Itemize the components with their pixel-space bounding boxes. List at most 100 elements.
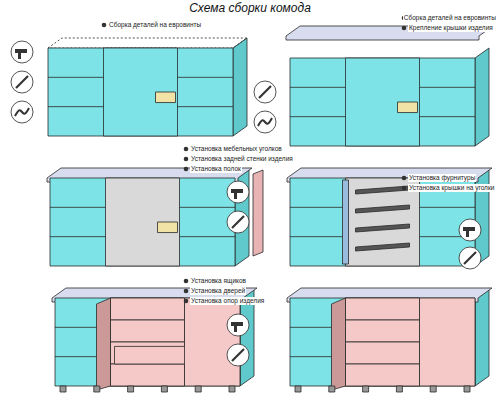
bullet-dot [402,26,407,31]
drawer-out [115,346,193,364]
middle-section [106,178,180,266]
shelf [290,87,346,88]
leg [60,386,66,392]
front-frame [50,178,235,266]
leg [363,386,369,392]
step-note: Установка полок [190,165,242,173]
tool-icon [227,211,249,233]
bullet-dot [184,299,189,304]
tool-icon [227,344,249,366]
bullet-dot [102,23,107,28]
left-door-open [332,298,346,390]
side-panel [475,288,489,386]
shelf [50,236,106,237]
fitting-bar [158,222,178,233]
shelf [178,106,234,107]
shelf [420,207,476,208]
cabinet-figure [48,38,247,136]
fitting-bar [156,92,176,103]
leg [464,386,470,392]
leg [128,386,134,392]
front-frame [48,48,233,136]
drawer-rail [356,205,410,213]
drawer-front [111,320,185,342]
step-note: Сборка деталей на евровинты [403,14,497,22]
drawer-rail [356,243,410,251]
cabinet-figure [47,168,263,266]
hinge-strip [343,180,349,264]
side-panel [233,38,247,136]
shelf [48,77,104,78]
shelf [178,77,234,78]
drawer-front [346,364,420,386]
step-note: Крепление крышки изделия [408,24,494,32]
cabinet-figure [287,288,492,392]
middle-section [104,48,178,136]
shelf [290,116,346,117]
leg [329,386,335,392]
front-frame [55,298,240,386]
bullet-dot [184,289,189,294]
shelf [180,236,236,237]
leg [295,386,301,392]
tool-icon [11,101,33,123]
tool-icon [11,41,33,63]
back-panel [253,170,263,256]
step-note: Установка задней стенки изделия [190,155,294,163]
step-note: Установка мебельных уголков [190,145,283,153]
middle-section [346,58,420,146]
step-note: Установка крышки на уголки [408,184,495,192]
leg [195,386,201,392]
step-note: Установка фурнитуры [408,174,476,182]
tool-icon [254,111,276,133]
shelf [420,116,476,117]
tool-icon [11,71,33,93]
middle-section [111,298,185,386]
tool-icon [459,247,481,269]
title: Схема сборки комода [0,1,500,15]
drawer-front [346,320,420,342]
bullet-dot [402,186,407,191]
shelf [290,207,346,208]
right-door [185,298,241,386]
drawer-front [346,342,420,364]
cabinet-figure [286,26,493,146]
bullet-dot [184,167,189,172]
top-outline [48,38,247,48]
drawer-rail [356,224,410,232]
drawer-rail [356,186,410,194]
tool-icon [227,181,249,203]
shelf [420,87,476,88]
shelf [48,106,104,107]
shelf [50,207,106,208]
leg [94,386,100,392]
front-frame [290,298,475,386]
middle-section [346,298,420,386]
leg [161,386,167,392]
tool-icon [227,314,249,336]
drawer-front [111,298,185,320]
tool-icon [459,219,481,241]
tool-icon [254,81,276,103]
bullet-dot [402,176,407,181]
left-door-open [97,298,111,390]
bullet-dot [184,147,189,152]
fitting-bar [398,102,418,113]
side-panel [475,48,489,146]
drawer-front [346,298,420,320]
bullet-dot [184,279,189,284]
shelf [290,236,346,237]
front-frame [290,58,475,146]
right-door [420,298,476,386]
shelf [180,207,236,208]
leg [229,386,235,392]
drawer-front [111,364,185,386]
step-note: Установка опор изделия [190,297,265,305]
step-note: Сборка деталей на евровинты [108,21,202,29]
bullet-dot [184,157,189,162]
step-note: Установка ящиков [190,277,247,285]
leg [430,386,436,392]
step-note: Установка дверей [190,287,246,295]
leg [396,386,402,392]
